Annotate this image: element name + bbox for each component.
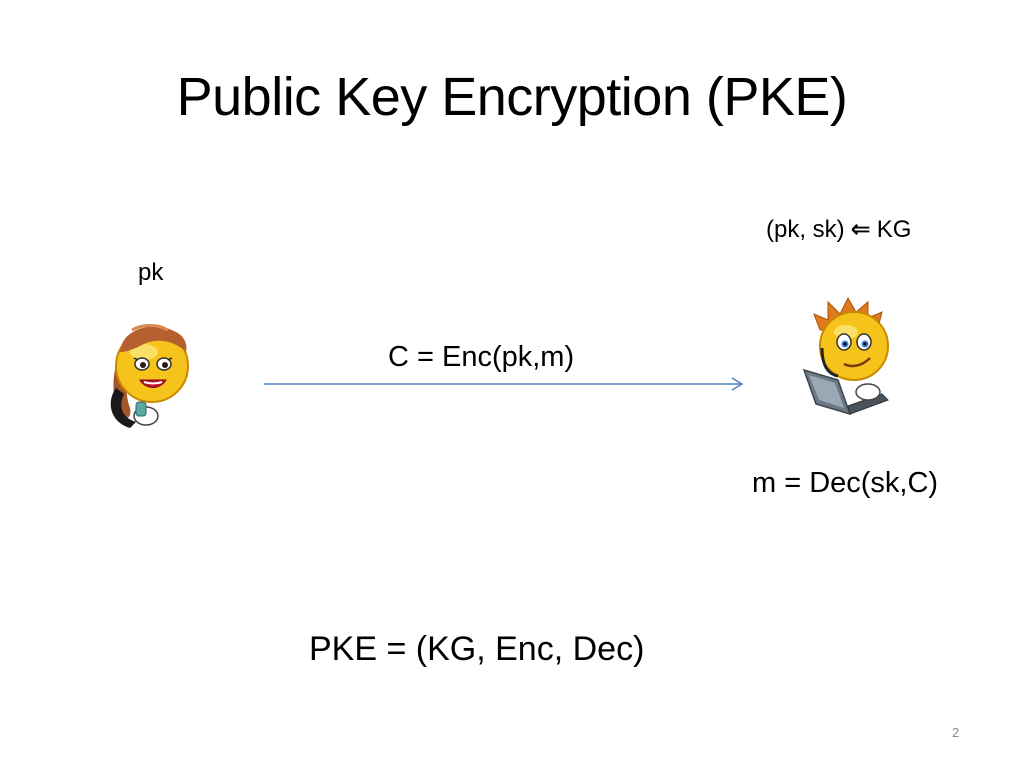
left-arrow-icon: ⇐ bbox=[850, 216, 871, 243]
keygen-label: (pk, sk)⇐KG bbox=[766, 215, 911, 245]
pke-definition: PKE = (KG, Enc, Dec) bbox=[309, 630, 645, 668]
alice-public-key-label: pk bbox=[138, 259, 164, 286]
page-number: 2 bbox=[952, 725, 960, 740]
message-arrow bbox=[264, 377, 744, 391]
slide-title: Public Key Encryption (PKE) bbox=[176, 67, 848, 127]
woman-smiley-icon bbox=[102, 318, 198, 434]
key-pair-text: (pk, sk) bbox=[766, 216, 845, 243]
keygen-text: KG bbox=[876, 216, 912, 243]
ciphertext-label: C = Enc(pk,m) bbox=[388, 341, 575, 373]
decryption-label: m = Dec(sk,C) bbox=[752, 467, 939, 499]
man-smiley-laptop-icon bbox=[798, 296, 902, 420]
